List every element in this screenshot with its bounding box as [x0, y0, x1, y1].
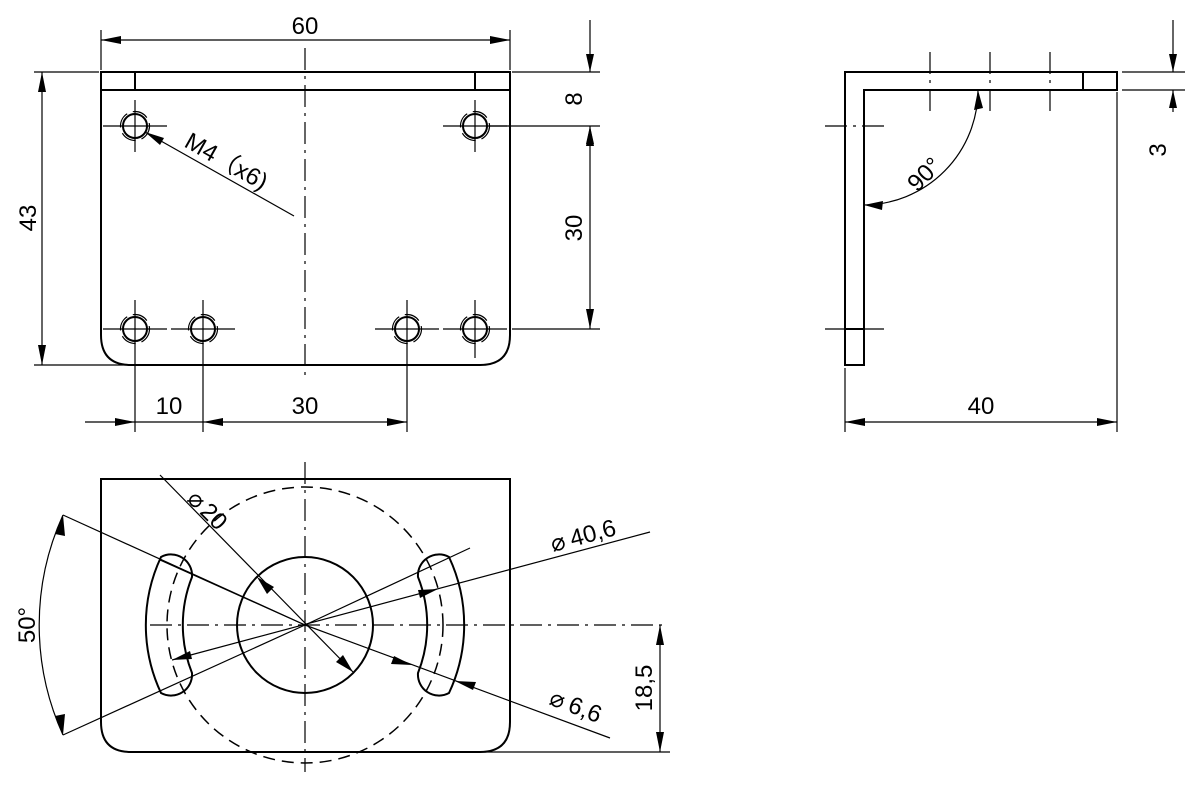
slot-right — [416, 553, 466, 697]
dim-width-60: 60 — [100, 13, 511, 70]
dim-height-43: 43 — [15, 71, 130, 366]
thread-note-label: M4（x6) — [180, 128, 272, 196]
dim-label-30-horizontal: 30 — [292, 393, 319, 420]
hole-bottom-1 — [103, 300, 167, 358]
hole-bottom-3 — [375, 300, 439, 358]
dim-edge-8: 8 — [490, 20, 600, 144]
dim-label-30-vertical: 30 — [561, 215, 588, 242]
thread-note-leader: M4（x6) — [144, 128, 295, 217]
dim-spacing-10-30: 10 30 — [85, 358, 408, 432]
dim-depth-40: 40 — [844, 92, 1118, 432]
dia-symbol-6-6: ⌀ — [546, 684, 569, 714]
front-view: 60 43 M4（x6) 8 — [15, 13, 600, 432]
dim-label-10: 10 — [156, 393, 183, 420]
dim-dia-6-6: ⌀ 6,6 — [304, 624, 611, 739]
dim-angle-50: 50° — [14, 514, 65, 736]
bottom-view: 50° ⌀ 20 ⌀ 40,6 — [14, 462, 670, 772]
dim-spacing-30-vertical: 30 — [512, 126, 600, 330]
dim-angle-90: 90° — [863, 89, 983, 210]
side-view: 90° 3 40 — [825, 20, 1185, 432]
front-plate-outline — [100, 71, 511, 366]
hole-top-left — [103, 100, 167, 152]
dim-label-40: 40 — [968, 393, 995, 420]
hole-bottom-2 — [171, 300, 235, 358]
dim-label-40-6: 40,6 — [567, 514, 619, 552]
slot-radial-line-top — [304, 547, 471, 626]
angle-line-bottom — [62, 624, 306, 736]
hole-bottom-4 — [443, 300, 507, 358]
dim-label-50: 50° — [14, 607, 41, 643]
slot-left — [144, 553, 194, 697]
dim-label-8: 8 — [561, 92, 588, 105]
side-profile-outline — [844, 71, 1118, 366]
dim-label-18-5: 18,5 — [631, 665, 658, 712]
slot-radial-line-left — [159, 559, 306, 626]
dia-symbol-40-6: ⌀ — [548, 528, 569, 558]
dim-label-60: 60 — [292, 13, 319, 40]
dim-label-43: 43 — [15, 205, 42, 232]
dim-offset-18-5: 18,5 — [480, 625, 670, 753]
dim-label-90: 90° — [902, 152, 947, 197]
dim-thickness-3: 3 — [1122, 20, 1185, 157]
dim-label-3: 3 — [1145, 143, 1172, 156]
